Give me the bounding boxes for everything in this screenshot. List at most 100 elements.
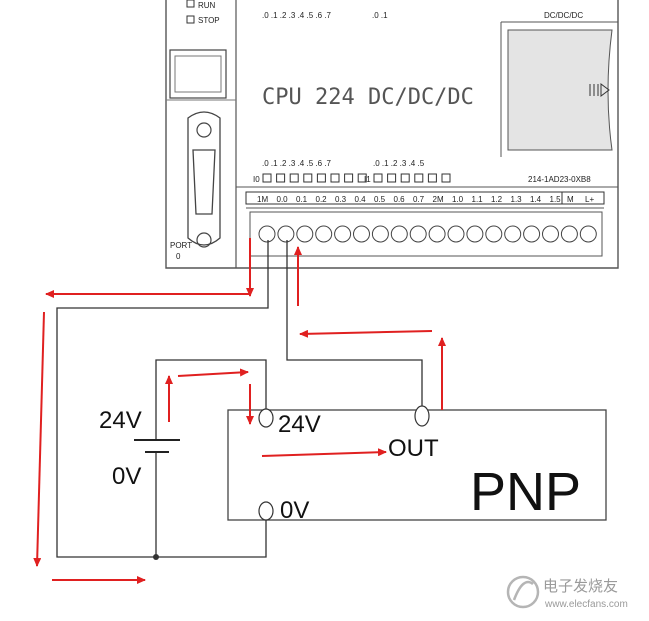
input-led-row [262, 173, 451, 183]
wire-1m-to-ground [56, 240, 269, 558]
watermark-text: 电子发烧友 [543, 578, 618, 595]
input-led [373, 173, 383, 183]
input-led [344, 173, 354, 183]
screw-terminal-block [249, 211, 603, 257]
input-led [276, 173, 286, 183]
input-led [414, 173, 424, 183]
watermark: 电子发烧友 www.elecfans.com [506, 575, 628, 610]
terminal-screw [523, 225, 541, 243]
flow-arrow-6 [177, 368, 249, 377]
terminal-label: 0.7 [413, 195, 425, 204]
port-number: 0 [176, 252, 181, 261]
current-flow-arrows [33, 238, 446, 584]
wire-input-to-out [286, 240, 423, 406]
plc-frame [165, 0, 619, 269]
terminal-screw [485, 225, 503, 243]
terminal-label: 0.2 [316, 195, 328, 204]
input-group-a-label: I0 [253, 175, 260, 184]
terminal-label: 0.3 [335, 195, 347, 204]
terminal-screw [542, 225, 559, 243]
terminal-lplus-label: L+ [585, 195, 594, 204]
terminal-label: 1.3 [511, 195, 523, 204]
port-0-connector [187, 111, 221, 248]
terminal-screw [560, 225, 578, 243]
mode-switch [169, 49, 227, 99]
terminal-screw [409, 225, 427, 243]
cartridge-arrow-icon [589, 83, 610, 97]
memory-cartridge [507, 29, 613, 151]
terminal-screw [504, 225, 522, 243]
elecfans-logo-icon [506, 575, 540, 609]
flow-arrow-8 [261, 448, 387, 457]
status-stop-label: STOP [198, 16, 220, 25]
terminal-labels: 1M 0.0 0.1 0.2 0.3 0.4 0.5 0.6 0.7 2M 1.0 1.1 1.2 1.3… [257, 195, 561, 204]
run-led [186, 0, 195, 8]
status-run-label: RUN [198, 1, 216, 10]
terminal-screw [353, 225, 370, 243]
output-bits-b: .0 .1 [372, 11, 388, 20]
plc-module: RUN STOP PORT 0 .0 .1 .2 .3 .4 .5 .6 .7 … [165, 0, 619, 269]
terminal-screw [428, 225, 446, 243]
terminal-label: 1.2 [491, 195, 503, 204]
terminal-label: 0.0 [277, 195, 289, 204]
terminal-screw [390, 225, 408, 243]
battery-symbol [134, 439, 180, 453]
terminal-screw [579, 225, 597, 243]
supply-ground-label: 0V [112, 463, 141, 490]
flow-arrow-3 [33, 311, 45, 567]
sensor-pin-24v-label: 24V [278, 411, 321, 438]
terminal-screw [447, 225, 465, 243]
stop-led [186, 15, 195, 24]
input-led [316, 173, 326, 183]
cpu-title: CPU 224 DC/DC/DC [262, 85, 474, 110]
terminal-label: 0.6 [394, 195, 406, 204]
pnp-sensor: 24V OUT 0V PNP [227, 405, 607, 524]
input-led [441, 173, 451, 183]
input-bits-a: .0 .1 .2 .3 .4 .5 .6 .7 [262, 159, 331, 168]
terminal-label: 0.1 [296, 195, 308, 204]
terminal-label: 1M [257, 195, 268, 204]
input-led [400, 173, 410, 183]
terminal-screws [258, 225, 597, 243]
sensor-pin-0v-label: 0V [280, 497, 309, 524]
terminal-screw [371, 225, 389, 243]
terminal-screw [296, 225, 314, 243]
terminal-screw [277, 225, 295, 243]
port-label: PORT [170, 241, 192, 250]
terminal-screw [334, 225, 352, 243]
sensor-type-label: PNP [470, 462, 581, 522]
terminal-screw [315, 225, 333, 243]
input-led [387, 173, 397, 183]
power-label-strip [561, 191, 605, 205]
sensor-pin-out [414, 405, 430, 427]
terminal-screw [258, 225, 276, 243]
input-led [427, 173, 437, 183]
wire-supply-positive [155, 359, 267, 440]
input-group-b-label: I1 [364, 175, 371, 184]
terminal-label: 0.5 [374, 195, 386, 204]
terminal-label: 1.5 [550, 195, 562, 204]
terminal-label: 0.4 [355, 195, 367, 204]
watermark-url: www.elecfans.com [544, 599, 628, 610]
terminal-label: 2M [433, 195, 444, 204]
part-number: 214-1AD23-0XB8 [528, 175, 591, 184]
ground-junction [153, 554, 159, 560]
sensor-pin-24v [258, 408, 274, 428]
input-led [330, 173, 340, 183]
terminal-label: 1.1 [472, 195, 484, 204]
model-tag: DC/DC/DC [544, 11, 583, 20]
wiring [56, 240, 423, 558]
terminal-label: 1.0 [452, 195, 464, 204]
input-led [262, 173, 272, 183]
input-led [289, 173, 299, 183]
sensor-pin-out-label: OUT [388, 435, 439, 462]
input-led [303, 173, 313, 183]
output-bits-a: .0 .1 .2 .3 .4 .5 .6 .7 [262, 11, 331, 20]
input-led [357, 173, 367, 183]
supply-voltage-label: 24V [99, 407, 142, 434]
input-bits-b: .0 .1 .2 .3 .4 .5 [373, 159, 425, 168]
flow-arrow-10 [299, 329, 433, 338]
sensor-pin-0v [258, 501, 274, 521]
terminal-screw [466, 225, 484, 243]
